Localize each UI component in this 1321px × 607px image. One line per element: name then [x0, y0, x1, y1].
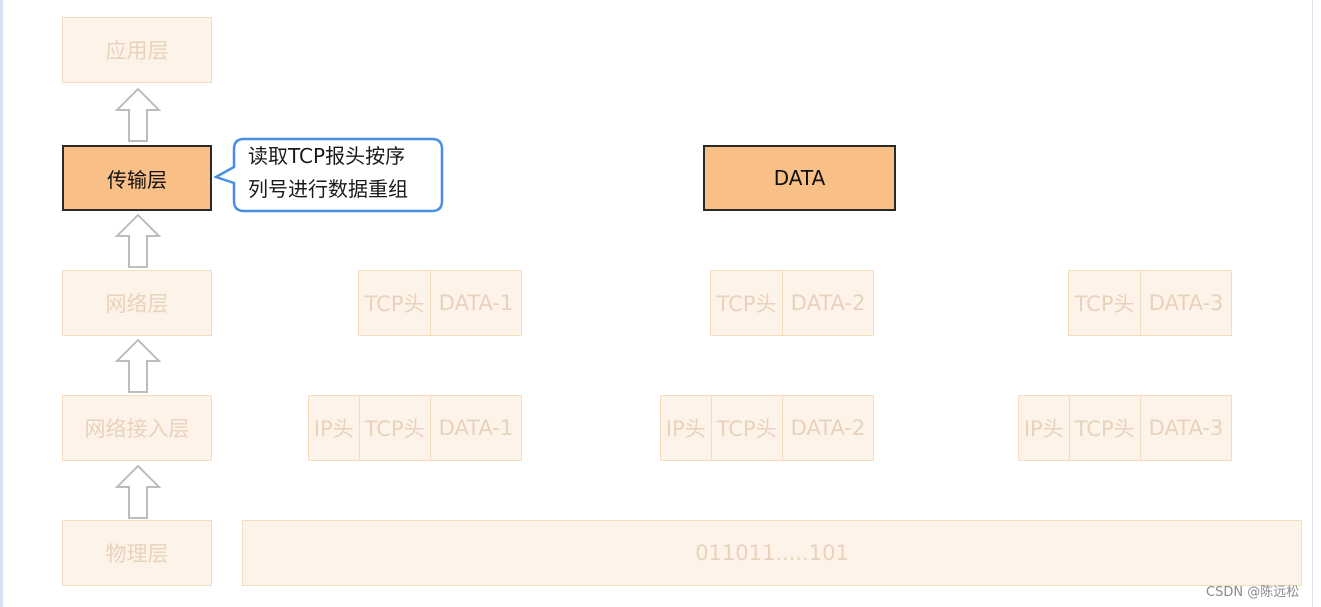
right-edge-line [1312, 0, 1313, 607]
ip-packet-1: IP头 TCP头 DATA-1 [308, 395, 522, 461]
layer-physical-label: 物理层 [105, 542, 169, 566]
callout-bubble [214, 137, 444, 213]
data-segment: DATA-1 [430, 271, 521, 335]
data-segment: DATA-2 [781, 396, 873, 460]
callout-line-1: 读取TCP报头按序 [248, 144, 406, 168]
tcp-header: TCP头 [358, 396, 430, 460]
data-segment: DATA-2 [782, 271, 873, 335]
layer-network: 网络层 [62, 270, 212, 336]
up-arrow-icon [114, 87, 162, 142]
bitstream-label: 011011.....101 [695, 541, 849, 565]
watermark: CSDN @陈远松 [1206, 585, 1300, 600]
layer-physical: 物理层 [62, 520, 212, 586]
ip-header: IP头 [1023, 417, 1064, 441]
ip-header: IP头 [665, 417, 706, 441]
layer-transport: 传输层 [62, 145, 212, 211]
up-arrow-icon [114, 464, 162, 519]
data-block: DATA [703, 145, 896, 211]
layer-network-label: 网络层 [105, 292, 169, 316]
data-segment: DATA-1 [429, 396, 521, 460]
ip-packet-2: IP头 TCP头 DATA-2 [660, 395, 874, 461]
layer-network-access: 网络接入层 [62, 395, 212, 461]
up-arrow-icon [114, 338, 162, 393]
tcp-header: TCP头 [716, 292, 777, 316]
tcp-segment-2: TCP头 DATA-2 [710, 270, 874, 336]
layer-network-access-label: 网络接入层 [84, 417, 190, 441]
ip-header: IP头 [313, 417, 354, 441]
data-block-label: DATA [773, 166, 826, 190]
tcp-header: TCP头 [364, 292, 425, 316]
callout-line-2: 列号进行数据重组 [248, 177, 408, 201]
data-segment: DATA-3 [1139, 396, 1231, 460]
tcp-header: TCP头 [1068, 396, 1140, 460]
left-edge-line [0, 0, 3, 607]
layer-application-label: 应用层 [105, 39, 169, 63]
bitstream-bar: 011011.....101 [242, 520, 1302, 586]
tcp-segment-3: TCP头 DATA-3 [1068, 270, 1232, 336]
tcp-header: TCP头 [1074, 292, 1135, 316]
up-arrow-icon [114, 213, 162, 268]
data-segment: DATA-3 [1140, 271, 1231, 335]
layer-application: 应用层 [62, 17, 212, 83]
ip-packet-3: IP头 TCP头 DATA-3 [1018, 395, 1232, 461]
tcp-segment-1: TCP头 DATA-1 [358, 270, 522, 336]
callout-text: 读取TCP报头按序 列号进行数据重组 [248, 140, 440, 206]
layer-transport-label: 传输层 [107, 167, 167, 192]
tcp-header: TCP头 [710, 396, 782, 460]
